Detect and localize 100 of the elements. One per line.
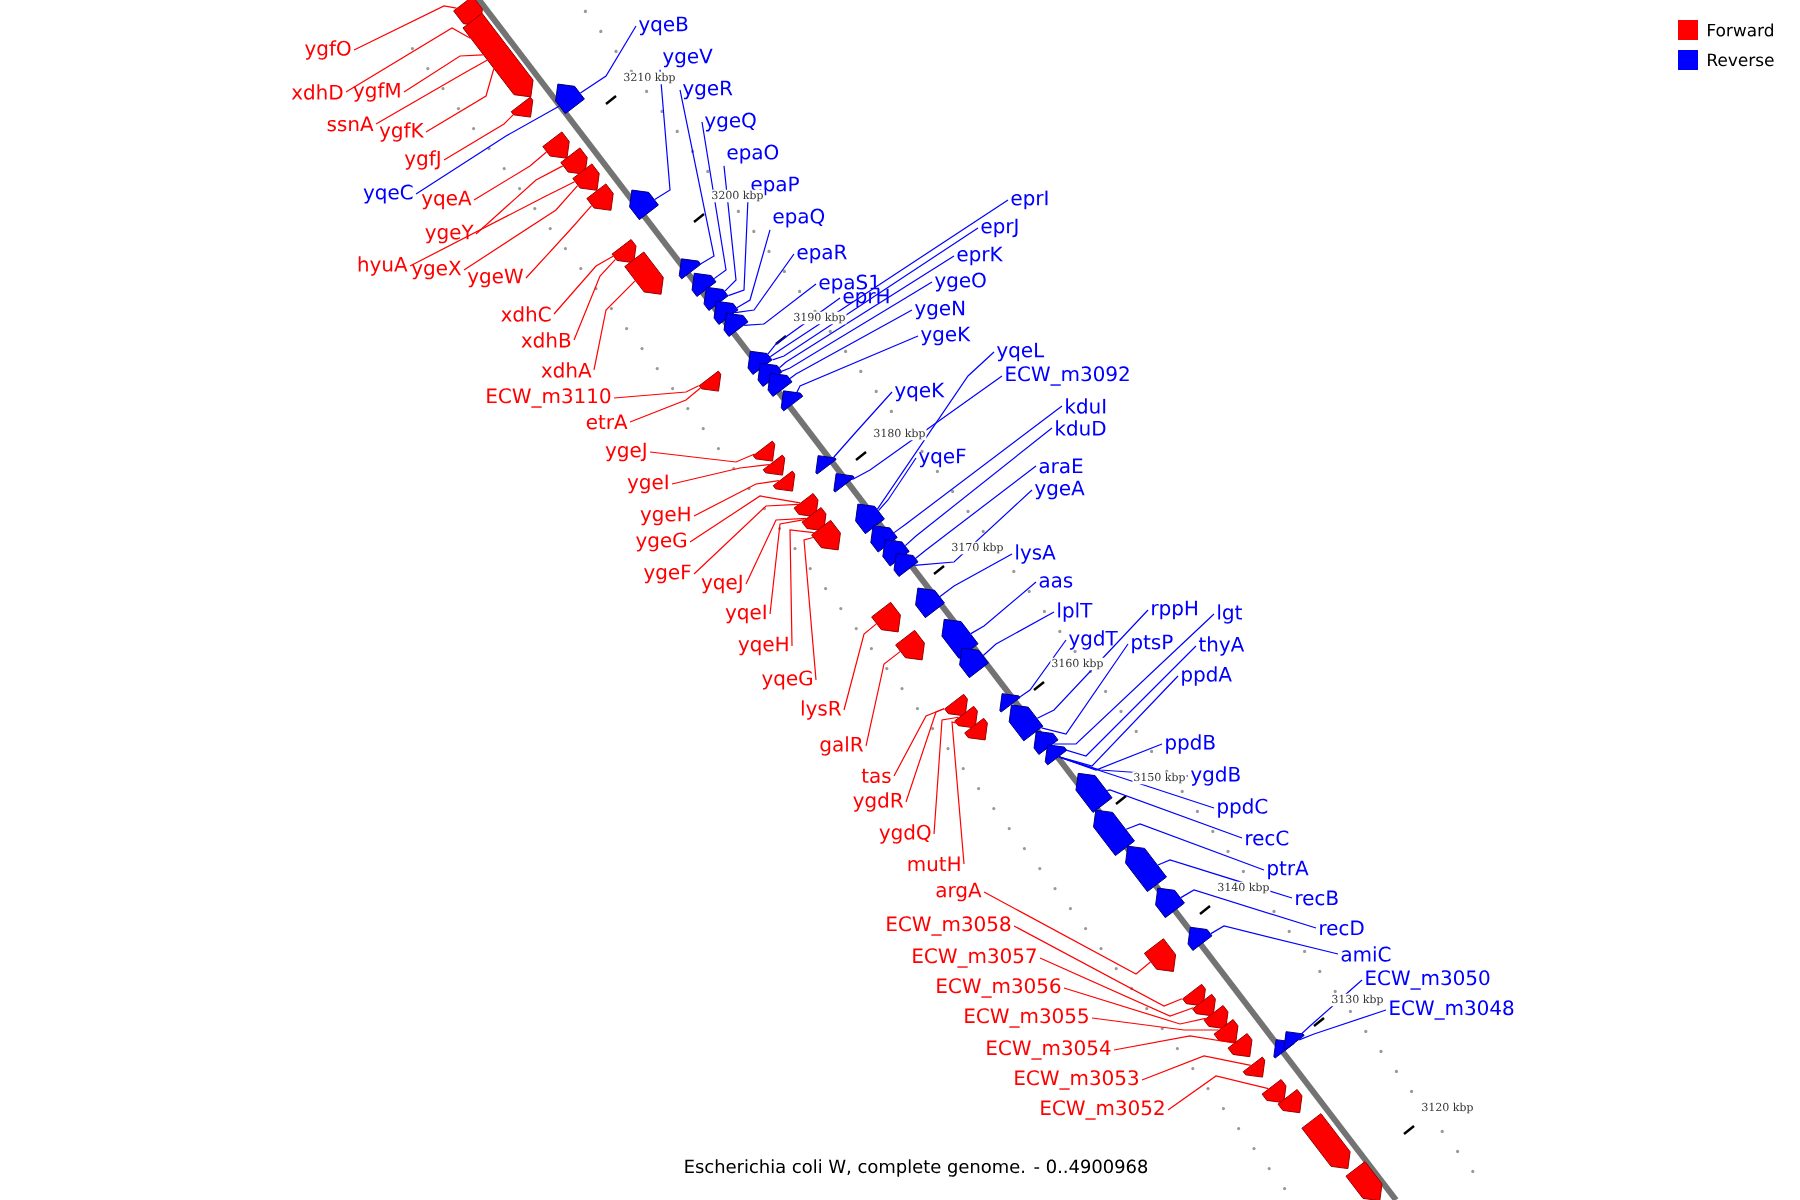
gene-block bbox=[678, 258, 702, 280]
gene-label: ptsP bbox=[1132, 634, 1173, 654]
leader-line bbox=[1298, 1009, 1387, 1041]
gene-label: lysR bbox=[801, 700, 842, 720]
leader-line bbox=[1052, 613, 1215, 745]
leader-line bbox=[905, 708, 945, 803]
gene-block bbox=[752, 440, 776, 462]
gene-block bbox=[1345, 1161, 1383, 1200]
gene-label: epaQ bbox=[773, 208, 825, 228]
gene-block bbox=[954, 705, 978, 729]
leader-line bbox=[613, 385, 700, 399]
leader-line bbox=[693, 503, 799, 575]
leader-line bbox=[473, 151, 548, 201]
gene-label: eprJ bbox=[981, 218, 1018, 238]
gene-label: epaR bbox=[797, 244, 847, 264]
gene-block bbox=[1301, 1113, 1351, 1170]
legend-label: Forward bbox=[1708, 23, 1773, 37]
gene-label: ECW_m3053 bbox=[1015, 1070, 1138, 1090]
leader-line bbox=[865, 651, 901, 747]
leader-line bbox=[1091, 1017, 1220, 1031]
gene-label: ygeG bbox=[636, 532, 686, 552]
gene-label: ygfM bbox=[353, 82, 400, 102]
leader-line bbox=[475, 165, 564, 235]
leader-line bbox=[1125, 823, 1265, 871]
gene-label: recB bbox=[1296, 890, 1338, 906]
gene-block bbox=[855, 503, 885, 535]
leader-line bbox=[463, 184, 579, 271]
gene-label: kduI bbox=[1066, 398, 1106, 414]
gene-block bbox=[811, 519, 841, 551]
leader-line bbox=[553, 255, 614, 315]
gene-block bbox=[453, 0, 483, 27]
gene-block bbox=[555, 83, 585, 115]
gene-label: ptrA bbox=[1268, 860, 1309, 880]
leader-line bbox=[781, 281, 933, 372]
gene-label: yqeC bbox=[363, 184, 413, 204]
gene-label: thyA bbox=[1198, 636, 1245, 656]
leader-line bbox=[345, 27, 471, 93]
leader-line bbox=[970, 581, 1037, 635]
gene-label: xdhA bbox=[541, 362, 592, 378]
gene-block bbox=[999, 693, 1021, 713]
gene-block bbox=[629, 189, 659, 221]
gene-label: ECW_m3052 bbox=[1041, 1100, 1164, 1120]
gene-label: ECW_m3092 bbox=[1006, 366, 1129, 386]
leader-line bbox=[679, 89, 715, 265]
gene-label: ssnA bbox=[327, 116, 374, 132]
leader-line bbox=[769, 519, 805, 615]
gene-block bbox=[964, 717, 988, 741]
leader-line bbox=[375, 59, 488, 125]
leader-line bbox=[409, 181, 576, 267]
gene-label: lplT bbox=[1058, 602, 1093, 622]
gene-block bbox=[1213, 1019, 1239, 1044]
gene-label: ygdB bbox=[1191, 766, 1240, 786]
gene-label: ECW_m3057 bbox=[913, 948, 1036, 968]
leader-line bbox=[789, 309, 913, 380]
leader-line bbox=[701, 121, 727, 280]
gene-label: hyuA bbox=[358, 256, 408, 276]
leader-line bbox=[629, 387, 701, 423]
leader-line bbox=[403, 54, 484, 93]
leader-line bbox=[789, 529, 815, 647]
leader-line bbox=[1210, 925, 1339, 955]
gene-block bbox=[462, 12, 534, 98]
leader-line bbox=[671, 463, 770, 485]
gene-label: araE bbox=[1039, 458, 1083, 474]
gene-block bbox=[691, 272, 717, 297]
gene-label: ygeY bbox=[425, 224, 474, 244]
gene-label: ECW_m3050 bbox=[1366, 970, 1490, 990]
leader-line bbox=[1141, 1055, 1252, 1081]
leader-line bbox=[833, 391, 893, 458]
gene-label: ECW_m3056 bbox=[937, 978, 1061, 998]
gene-block bbox=[1261, 1079, 1287, 1104]
gene-label: recC bbox=[1246, 830, 1289, 846]
gene-label: ygeJ bbox=[605, 442, 646, 462]
gene-block bbox=[1283, 1031, 1305, 1051]
gene-label: ygeN bbox=[915, 300, 965, 320]
gene-label: kduD bbox=[1056, 420, 1106, 436]
gene-block bbox=[1044, 744, 1068, 766]
leader-line bbox=[1113, 1035, 1235, 1051]
gene-block bbox=[895, 629, 925, 661]
gene-block bbox=[762, 454, 786, 476]
gene-label: yqeF bbox=[919, 448, 966, 468]
gene-block bbox=[915, 587, 945, 619]
leader-line bbox=[876, 351, 995, 510]
gene-block bbox=[801, 507, 827, 532]
leader-line bbox=[443, 114, 514, 161]
gene-block bbox=[703, 286, 729, 311]
leader-line bbox=[736, 229, 771, 309]
leader-line bbox=[803, 536, 817, 681]
leader-line bbox=[727, 197, 749, 297]
gene-label: ygdT bbox=[1069, 630, 1118, 650]
leader-line bbox=[1036, 609, 1149, 719]
leader-line bbox=[425, 68, 495, 133]
gene-block bbox=[560, 147, 588, 175]
gene-label: ppdC bbox=[1218, 798, 1268, 818]
leader-line bbox=[983, 891, 1151, 975]
leader-line bbox=[1039, 957, 1194, 1017]
gene-label: ygeK bbox=[921, 326, 971, 346]
leader-line bbox=[771, 227, 979, 361]
leader-line bbox=[1058, 756, 1215, 809]
gene-label: yqeJ bbox=[701, 574, 742, 594]
gene-block bbox=[1277, 1089, 1303, 1114]
